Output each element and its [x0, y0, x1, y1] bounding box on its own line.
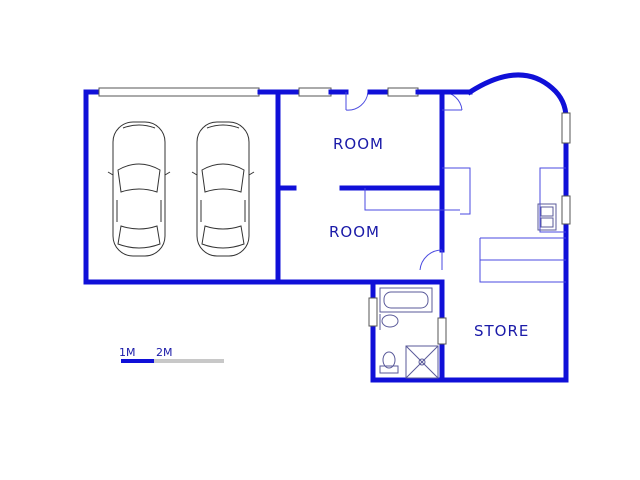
window — [298, 87, 332, 97]
window — [437, 317, 447, 345]
door — [345, 91, 369, 111]
bathroom — [368, 279, 447, 383]
basin-icon — [379, 314, 399, 330]
garage-door — [98, 87, 260, 97]
toilet-icon — [379, 351, 399, 374]
store-area: STORE — [364, 72, 571, 383]
shower-icon — [405, 345, 439, 379]
car-icon — [191, 121, 255, 257]
door — [441, 91, 463, 111]
scale-segment-2 — [154, 359, 224, 363]
garage — [83, 87, 281, 285]
room-label: STORE — [474, 322, 529, 340]
room-label: ROOM — [333, 135, 384, 153]
bathtub-icon — [379, 287, 433, 313]
window — [387, 87, 419, 97]
window — [561, 195, 571, 225]
scale-bar: 1M 2M — [119, 346, 224, 363]
window — [368, 297, 378, 327]
scale-label-2m: 2M — [156, 346, 173, 359]
door — [419, 249, 443, 271]
room-label: ROOM — [329, 223, 380, 241]
scale-label-1m: 1M — [119, 346, 136, 359]
rooms-block: ROOM ROOM — [275, 87, 445, 285]
sink-icon — [537, 203, 557, 231]
scale-segment-1 — [121, 359, 154, 363]
car-icon — [107, 121, 171, 257]
window — [561, 112, 571, 144]
